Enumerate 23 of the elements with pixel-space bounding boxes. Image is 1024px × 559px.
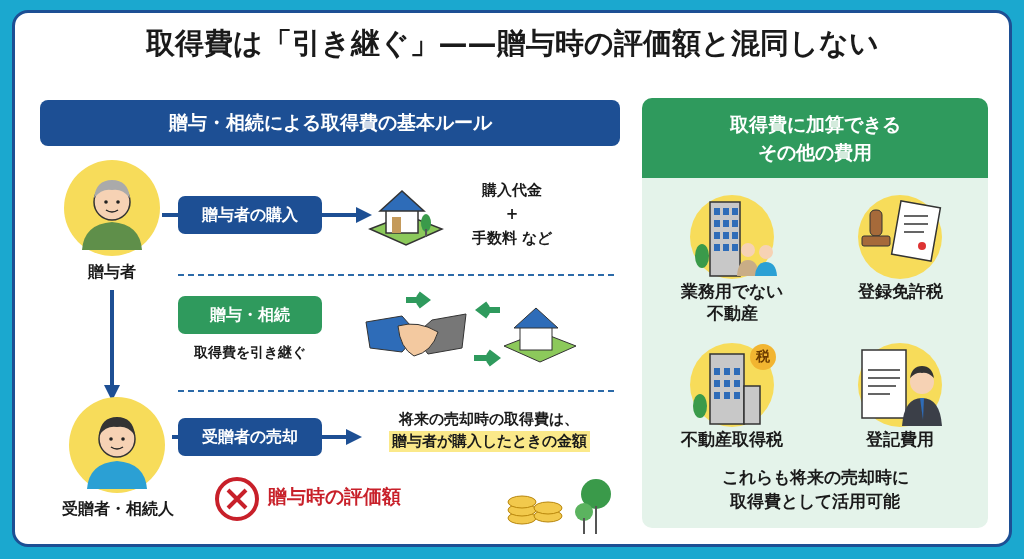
cost-item-label: 登記費用 — [865, 428, 935, 451]
tax-bubble: 税 — [750, 344, 776, 370]
step-label: 贈与者の購入 — [178, 196, 322, 234]
cost-note: 購入代金 — [481, 180, 543, 201]
result-text: 将来の売却時の取得費は、 — [397, 409, 580, 430]
cost-item-label: 不動産取得税 — [680, 428, 784, 451]
cost-item-label: 業務用でない不動産 — [680, 280, 784, 325]
panel-header: 取得費に加算できるその他の費用 — [642, 98, 988, 178]
side-panel — [642, 98, 988, 528]
cost-note: 手数料 など — [470, 228, 554, 249]
page-title: 取得費は「引き継ぐ」——贈与時の評価額と混同しない — [144, 25, 880, 62]
connector-arrow — [322, 207, 372, 223]
person-label: 受贈者・相続人 — [62, 499, 172, 520]
step-label: 受贈者の売却 — [178, 418, 322, 456]
cost-note: + — [504, 204, 520, 225]
cost-item-label: 登録免許税 — [856, 280, 944, 303]
banner-title: 贈与・相続による取得費の基本ルール — [168, 110, 492, 135]
step-note: 取得費を引き継ぐ — [193, 344, 307, 362]
panel-note: これらも将来の売却時に取得費として活用可能 — [720, 465, 910, 514]
person-label: 贈与者 — [87, 262, 137, 283]
step-label: 贈与・相続 — [178, 296, 322, 334]
wrong-value-text: 贈与時の評価額 — [268, 484, 401, 509]
connector-arrow — [322, 429, 362, 445]
